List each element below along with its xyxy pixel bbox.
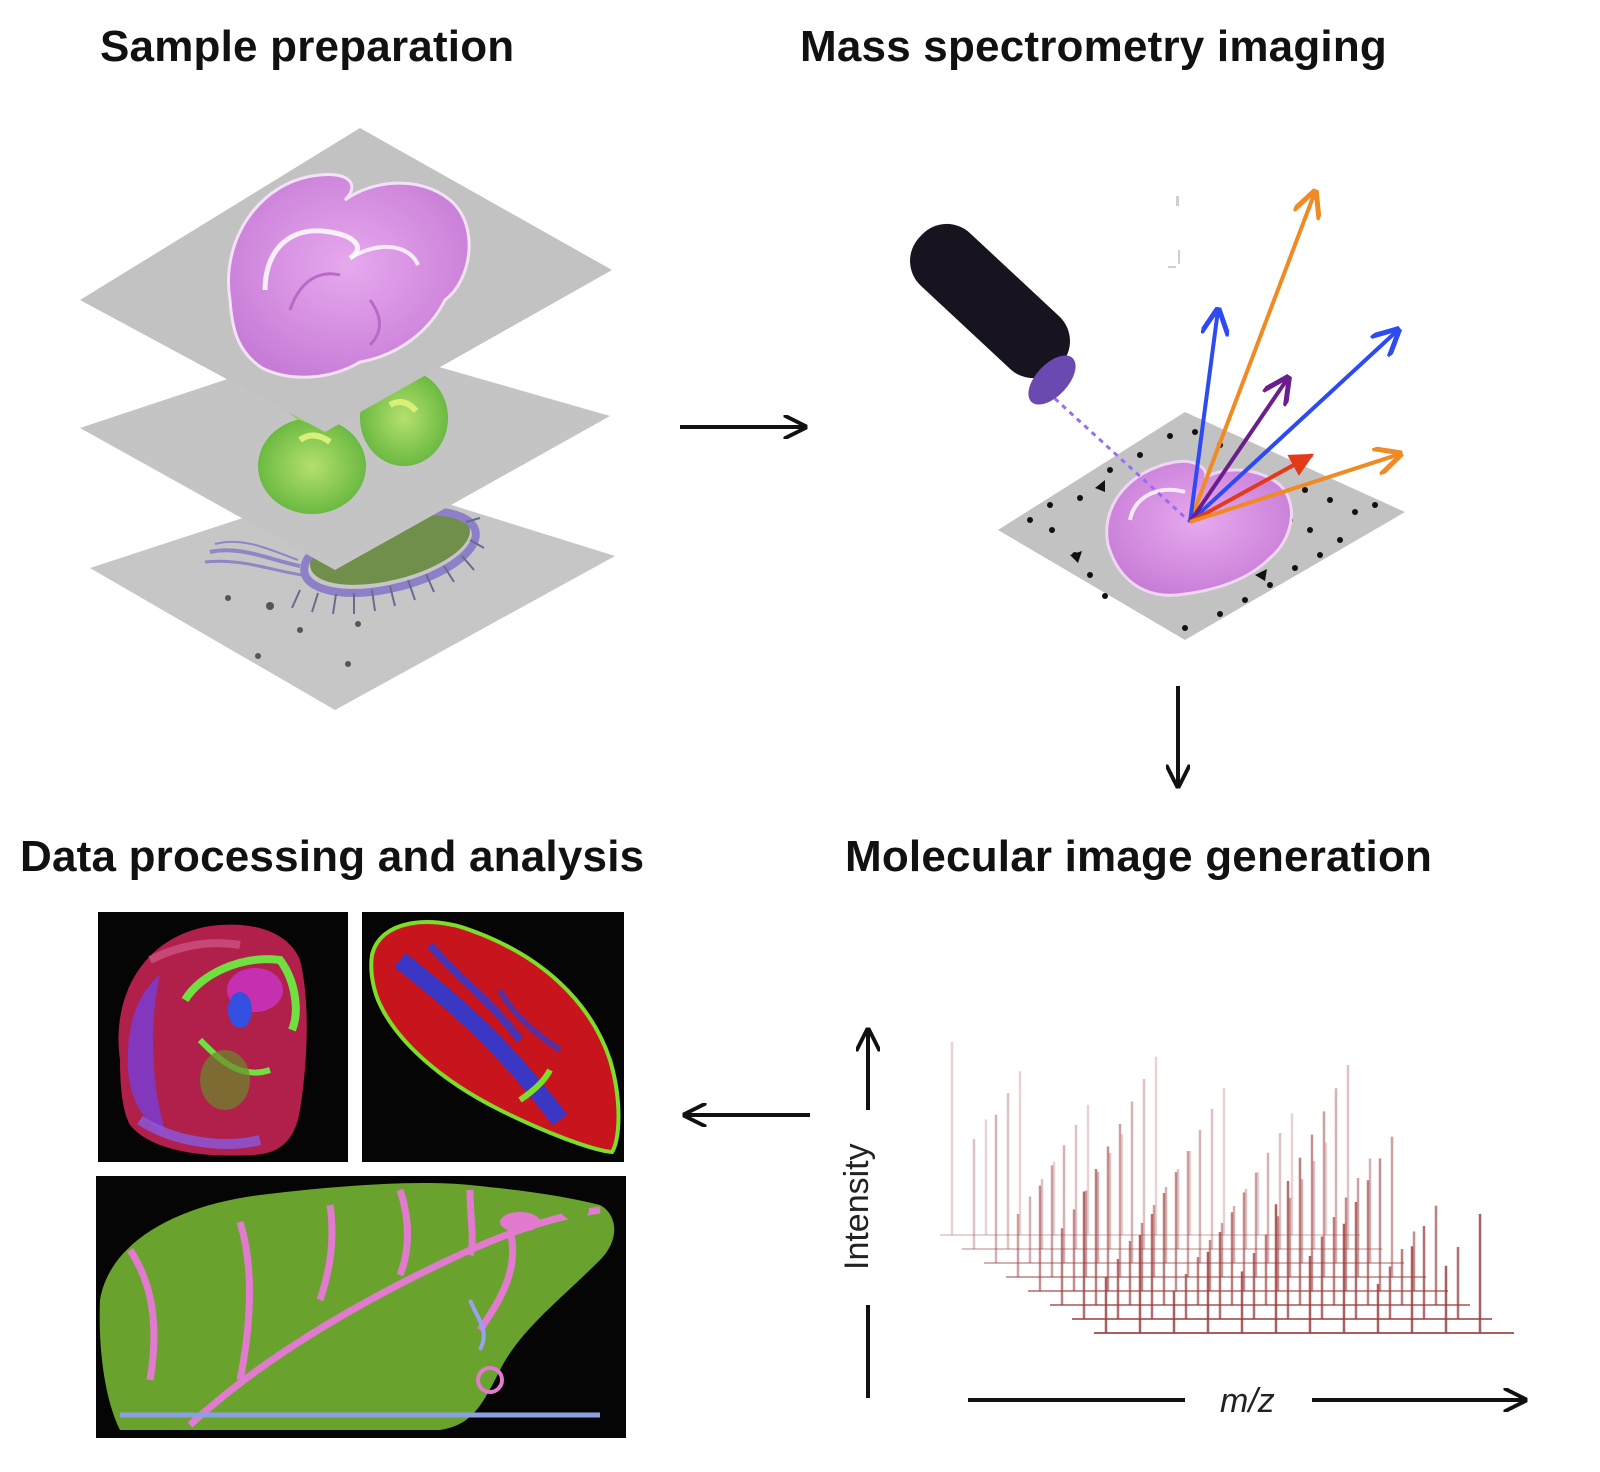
analysis-image-tissue xyxy=(96,1176,626,1438)
mz-axis-label: m/z xyxy=(1220,1382,1275,1420)
ion-emission-arrows xyxy=(1188,192,1400,524)
faint-specks xyxy=(1168,196,1180,268)
matrix-dots xyxy=(1027,429,1378,631)
laser-source xyxy=(910,223,1192,524)
spectra-stack xyxy=(940,1041,1514,1334)
title-mass-spectrometry-imaging: Mass spectrometry imaging xyxy=(800,22,1387,71)
data-analysis-images xyxy=(96,912,626,1438)
title-data-processing: Data processing and analysis xyxy=(20,832,645,881)
title-sample-preparation: Sample preparation xyxy=(100,22,515,71)
title-molecular-image-generation: Molecular image generation xyxy=(845,832,1433,881)
analysis-image-brain xyxy=(98,912,348,1162)
intensity-axis-label: Intensity xyxy=(838,1143,876,1270)
stacked-sample-slides xyxy=(80,128,615,710)
ms-imaging-scene xyxy=(910,192,1405,640)
spectrum-axes xyxy=(868,1030,1525,1400)
ms-brain-section xyxy=(1105,459,1293,597)
analysis-image-leaf xyxy=(362,912,624,1162)
brain-tissue xyxy=(227,173,471,379)
